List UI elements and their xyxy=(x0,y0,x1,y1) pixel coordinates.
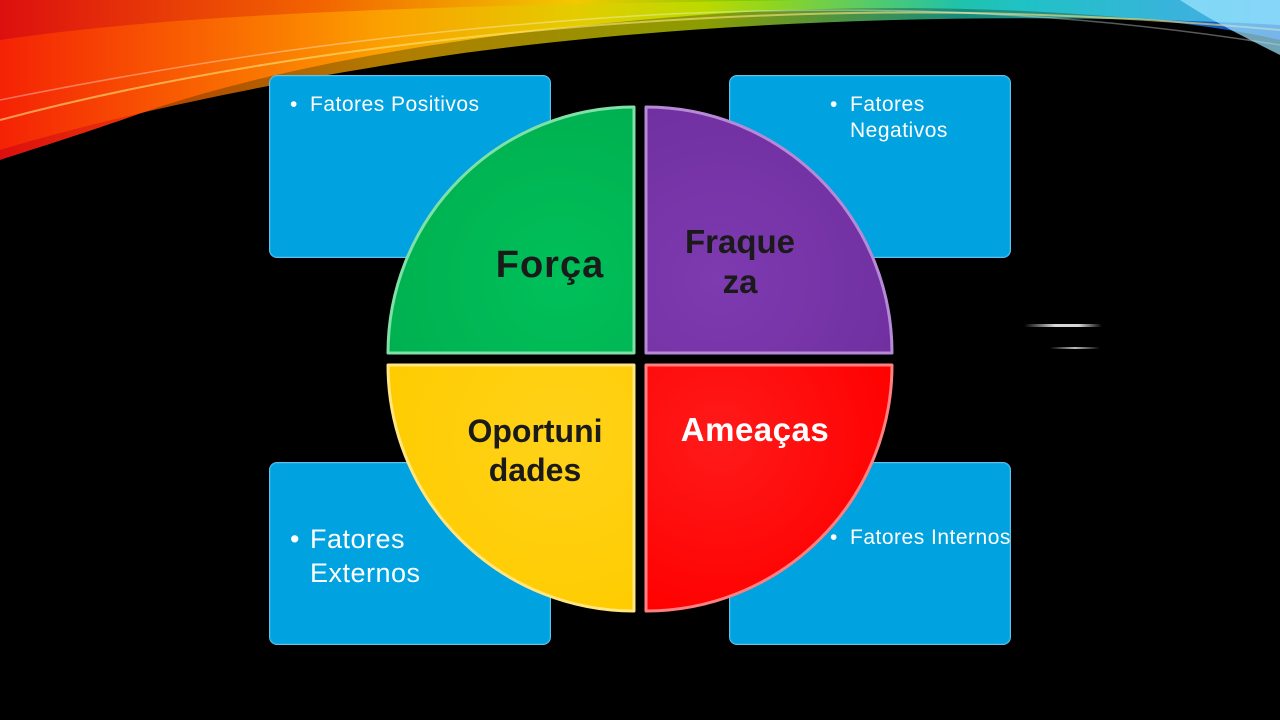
quadrant-ameacas xyxy=(644,363,894,613)
text-fatores-positivos: Fatores Positivos xyxy=(290,92,480,119)
label-ameacas: Ameaças xyxy=(680,411,830,448)
decorative-dash xyxy=(1024,324,1102,327)
label-fraqueza: Fraque za xyxy=(684,223,796,301)
quadrant-oportunidades xyxy=(386,363,636,613)
label-forca: Força xyxy=(495,244,605,286)
decorative-dash xyxy=(1050,347,1100,349)
text-fatores-internos: Fatores Internos xyxy=(830,525,1020,552)
quadrant-fraqueza xyxy=(644,105,894,355)
text-fatores-externos: Fatores Externos xyxy=(290,523,480,591)
label-oportunidades: Oportuni dades xyxy=(467,413,603,489)
decorative-rainbow-swoosh xyxy=(0,0,1280,160)
text-fatores-negativos: Fatores Negativos xyxy=(830,92,1020,145)
quadrant-forca xyxy=(386,105,636,355)
